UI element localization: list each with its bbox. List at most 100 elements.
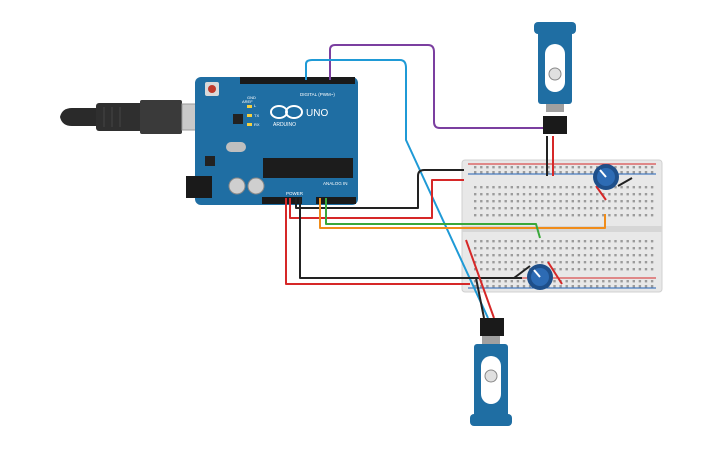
breadboard-hole[interactable] <box>541 200 544 203</box>
breadboard-hole[interactable] <box>614 254 617 257</box>
breadboard-hole[interactable] <box>620 207 623 210</box>
breadboard-hole[interactable] <box>620 254 623 257</box>
breadboard-hole[interactable] <box>577 214 581 217</box>
breadboard-hole[interactable] <box>596 200 599 203</box>
breadboard-hole[interactable] <box>492 171 495 174</box>
breadboard-hole[interactable] <box>528 214 532 217</box>
breadboard-hole[interactable] <box>486 171 489 174</box>
breadboard-hole[interactable] <box>492 268 495 271</box>
breadboard-hole[interactable] <box>522 166 526 169</box>
breadboard-hole[interactable] <box>486 186 489 189</box>
wire-red-pot-top[interactable] <box>595 185 607 201</box>
breadboard-hole[interactable] <box>620 186 623 189</box>
breadboard-hole[interactable] <box>577 193 581 196</box>
breadboard-hole[interactable] <box>492 247 495 250</box>
breadboard-hole[interactable] <box>596 247 599 250</box>
breadboard-hole[interactable] <box>547 171 550 174</box>
arduino-uno-board[interactable]: ARDUINO UNO DIGITAL (PWM~) POWER ANALOG … <box>186 77 358 205</box>
breadboard-hole[interactable] <box>614 166 617 169</box>
breadboard-hole[interactable] <box>577 285 581 288</box>
breadboard-hole[interactable] <box>504 186 507 189</box>
breadboard-hole[interactable] <box>474 254 477 257</box>
breadboard-hole[interactable] <box>632 207 635 210</box>
breadboard-hole[interactable] <box>498 186 501 189</box>
breadboard-hole[interactable] <box>626 280 629 283</box>
breadboard-hole[interactable] <box>480 285 483 288</box>
breadboard-hole[interactable] <box>559 247 562 250</box>
breadboard-hole[interactable] <box>638 186 642 189</box>
breadboard-hole[interactable] <box>474 186 477 189</box>
breadboard-hole[interactable] <box>504 261 507 264</box>
breadboard-hole[interactable] <box>602 261 605 264</box>
breadboard-hole[interactable] <box>541 207 544 210</box>
breadboard-hole[interactable] <box>632 254 635 257</box>
breadboard-hole[interactable] <box>498 214 501 217</box>
wire-orange[interactable] <box>319 198 606 229</box>
breadboard-hole[interactable] <box>608 285 611 288</box>
breadboard-hole[interactable] <box>644 280 648 283</box>
breadboard-hole[interactable] <box>583 200 587 203</box>
wire-red-servo-bottom[interactable] <box>465 239 495 319</box>
breadboard-hole[interactable] <box>498 240 501 243</box>
breadboard-hole[interactable] <box>602 280 605 283</box>
wire-green[interactable] <box>325 198 541 239</box>
breadboard-hole[interactable] <box>650 254 654 257</box>
breadboard-hole[interactable] <box>565 254 568 257</box>
breadboard-hole[interactable] <box>528 240 532 243</box>
breadboard-hole[interactable] <box>565 207 568 210</box>
breadboard-hole[interactable] <box>571 247 574 250</box>
breadboard-hole[interactable] <box>553 166 556 169</box>
breadboard-hole[interactable] <box>608 247 611 250</box>
breadboard-hole[interactable] <box>608 240 611 243</box>
breadboard-hole[interactable] <box>644 193 648 196</box>
breadboard-hole[interactable] <box>589 280 593 283</box>
breadboard-hole[interactable] <box>516 193 520 196</box>
breadboard-hole[interactable] <box>553 285 556 288</box>
breadboard-hole[interactable] <box>492 207 495 210</box>
breadboard-hole[interactable] <box>626 268 629 271</box>
breadboard-hole[interactable] <box>632 193 635 196</box>
breadboard-hole[interactable] <box>638 261 642 264</box>
breadboard-hole[interactable] <box>638 166 642 169</box>
breadboard-hole[interactable] <box>632 268 635 271</box>
breadboard-hole[interactable] <box>583 268 587 271</box>
breadboard-hole[interactable] <box>553 247 556 250</box>
breadboard-hole[interactable] <box>608 254 611 257</box>
breadboard-hole[interactable] <box>565 240 568 243</box>
breadboard-hole[interactable] <box>547 254 550 257</box>
breadboard-hole[interactable] <box>535 186 538 189</box>
breadboard-hole[interactable] <box>553 200 556 203</box>
breadboard-hole[interactable] <box>504 268 507 271</box>
wire-cyan-top[interactable] <box>305 59 489 319</box>
breadboard[interactable] <box>461 159 663 293</box>
breadboard-hole[interactable] <box>547 200 550 203</box>
breadboard-hole[interactable] <box>577 207 581 210</box>
wire-black-pot-top[interactable] <box>617 177 633 187</box>
breadboard-hole[interactable] <box>486 240 489 243</box>
breadboard-hole[interactable] <box>632 186 635 189</box>
breadboard-hole[interactable] <box>474 261 477 264</box>
breadboard-hole[interactable] <box>504 214 507 217</box>
breadboard-hole[interactable] <box>620 200 623 203</box>
breadboard-hole[interactable] <box>589 200 593 203</box>
wire-red-5v[interactable] <box>289 179 464 219</box>
breadboard-hole[interactable] <box>516 186 520 189</box>
breadboard-hole[interactable] <box>510 261 513 264</box>
breadboard-hole[interactable] <box>504 171 507 174</box>
breadboard-hole[interactable] <box>571 166 574 169</box>
breadboard-hole[interactable] <box>492 240 495 243</box>
breadboard-hole[interactable] <box>620 166 623 169</box>
breadboard-hole[interactable] <box>559 186 562 189</box>
breadboard-hole[interactable] <box>583 186 587 189</box>
breadboard-hole[interactable] <box>632 247 635 250</box>
breadboard-hole[interactable] <box>565 200 568 203</box>
breadboard-hole[interactable] <box>474 200 477 203</box>
breadboard-hole[interactable] <box>602 285 605 288</box>
breadboard-hole[interactable] <box>650 247 654 250</box>
breadboard-hole[interactable] <box>522 247 526 250</box>
breadboard-hole[interactable] <box>638 207 642 210</box>
breadboard-hole[interactable] <box>510 200 513 203</box>
breadboard-hole[interactable] <box>474 171 477 174</box>
breadboard-hole[interactable] <box>614 240 617 243</box>
breadboard-hole[interactable] <box>644 247 648 250</box>
